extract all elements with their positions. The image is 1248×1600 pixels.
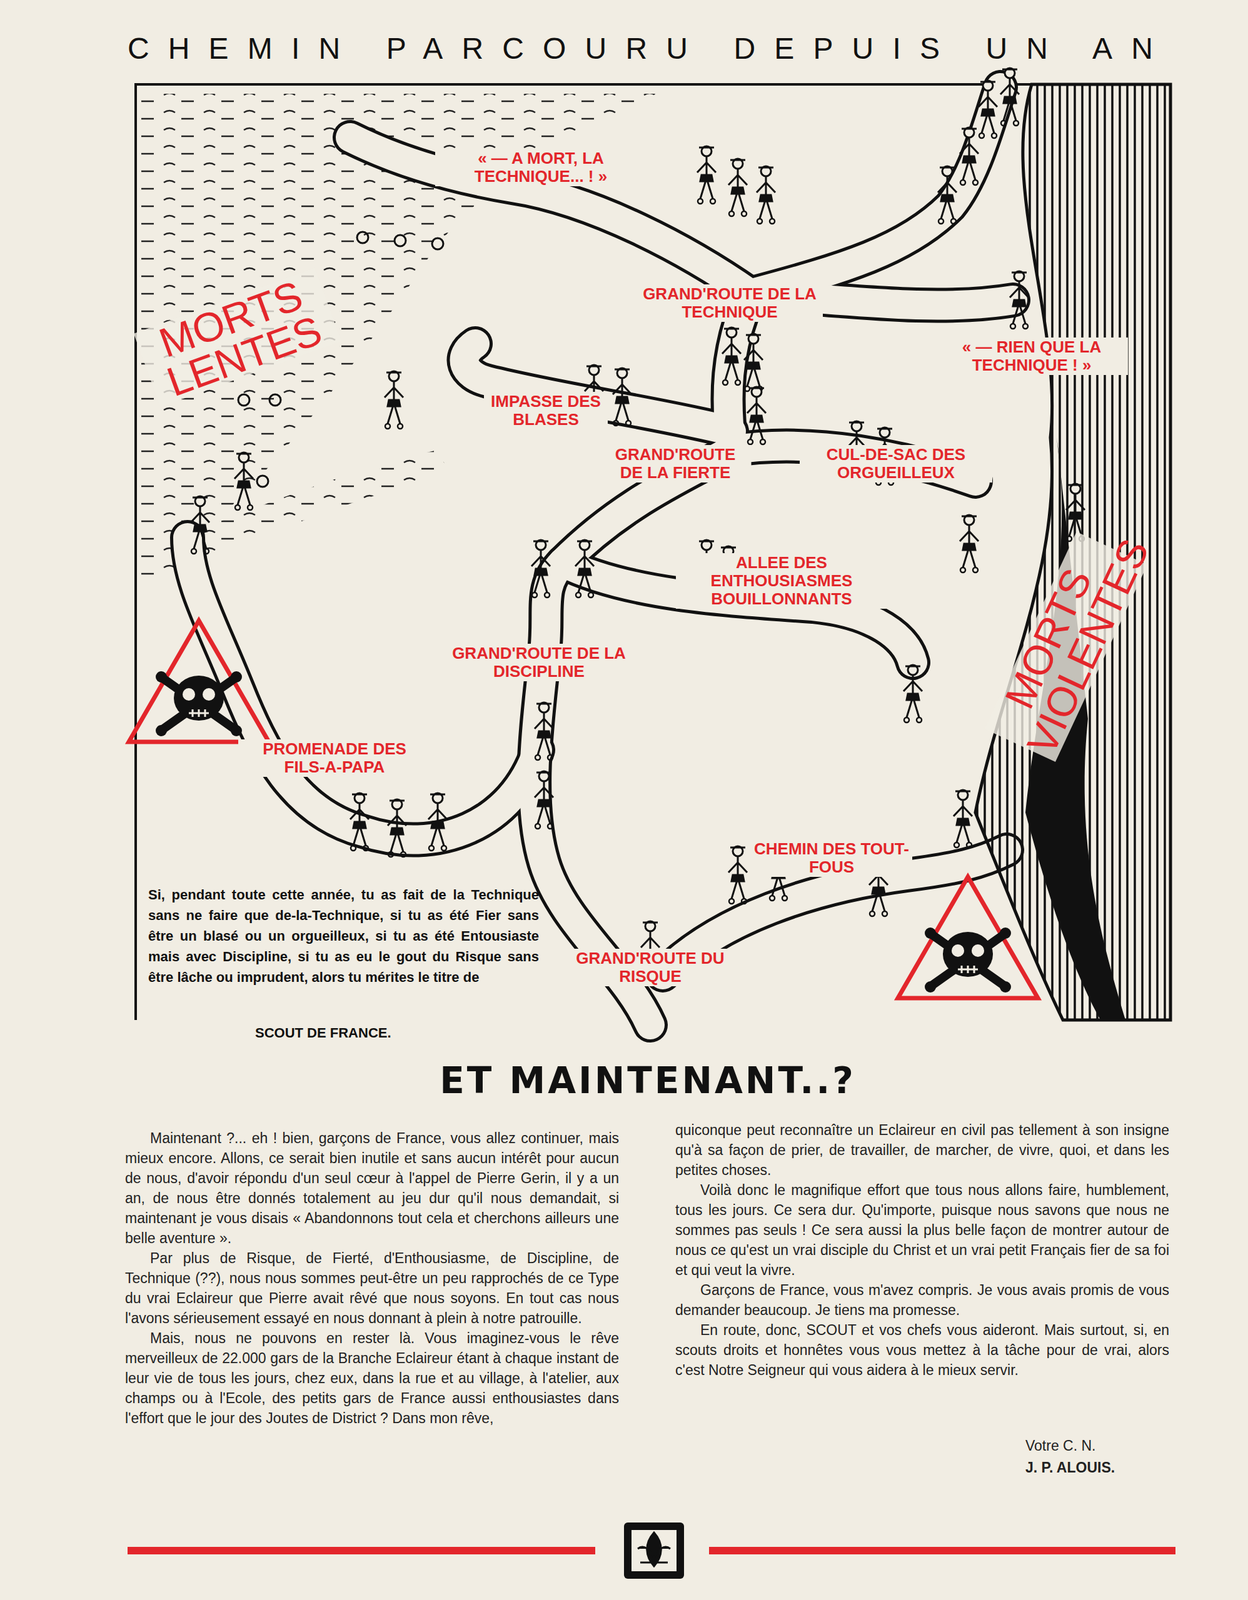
map-drawing: [728, 846, 748, 905]
map-drawing: [1000, 68, 1020, 126]
map-drawing: [953, 790, 973, 848]
map-drawing: [1009, 271, 1029, 329]
road-label: IMPASSE DES BLASES: [483, 392, 608, 430]
map-drawing: [697, 146, 716, 204]
article-paragraph: Par plus de Risque, de Fierté, d'Enthous…: [125, 1248, 619, 1329]
road-surface: [187, 87, 1013, 1026]
map-drawing: [534, 771, 554, 830]
signature: Votre C. N.: [1025, 1438, 1096, 1455]
map-drawing: [190, 496, 210, 554]
zone-label: MORTS LENTES: [133, 267, 342, 408]
article-paragraph: Garçons de France, vous m'avez compris. …: [675, 1280, 1170, 1321]
map-drawing: [959, 127, 979, 186]
map-drawing: [428, 793, 448, 851]
road-label: PROMENADE DES FILS-A-PAPA: [238, 739, 431, 778]
map-drawing: [756, 166, 776, 224]
map-drawing: [903, 665, 923, 723]
road-label: ALLEE DES ENTHOUSIASMES BOUILLONNANTS: [675, 553, 888, 609]
article-paragraph: En route, donc, SCOUT et vos chefs vous …: [675, 1320, 1170, 1381]
map-drawing: [350, 793, 369, 851]
road-label: GRAND'ROUTE DE LA FIERTE: [599, 445, 752, 483]
quote-label: « — RIEN QUE LA TECHNIQUE ! »: [935, 337, 1128, 376]
map-drawing: [234, 452, 254, 511]
map-drawing: [612, 368, 632, 426]
rule-bar: [127, 1547, 596, 1555]
map-drawing: [534, 702, 554, 761]
map-drawing: [575, 540, 594, 598]
cliff: [975, 84, 1171, 1021]
map-drawing: [744, 333, 763, 392]
article-paragraph: quiconque peut reconnaître un Eclaireur …: [675, 1120, 1170, 1181]
map-drawing: [531, 540, 551, 598]
article-paragraph: Maintenant ?... eh ! bien, garçons de Fr…: [125, 1128, 619, 1249]
article-paragraph: Voilà donc le magnifique effort que tous…: [675, 1180, 1170, 1281]
map-drawing: [722, 327, 741, 386]
scout-figures: [190, 68, 1085, 980]
map-drawing: [256, 475, 269, 488]
road-label: GRAND'ROUTE DU RISQUE: [566, 949, 735, 987]
road-label: CHEMIN DES TOUT-FOUS: [750, 839, 913, 878]
map-drawing: [959, 515, 979, 573]
danger-sign: [128, 620, 269, 743]
map-drawing: [631, 1530, 677, 1572]
signature: J. P. ALOUIS.: [1025, 1459, 1115, 1477]
map-drawing: [357, 231, 369, 244]
map-drawing: [728, 158, 748, 217]
map-drawing: [747, 387, 766, 445]
page-title: CHEMIN PARCOURU DEPUIS UN AN: [127, 31, 1172, 66]
road-outline: [187, 87, 1013, 1026]
map-drawing: [387, 799, 407, 858]
article-paragraph: Mais, nous ne pouvons en rester là. Vous…: [125, 1328, 619, 1429]
map-drawing: [978, 80, 998, 139]
map-drawing: [432, 238, 444, 250]
article-heading: ET MAINTENANT..?: [439, 1059, 856, 1103]
map-drawing: [394, 235, 406, 247]
road-label: GRAND'ROUTE DE LA DISCIPLINE: [433, 644, 645, 682]
road-label: GRAND'ROUTE DE LA TECHNIQUE: [636, 284, 823, 323]
scout-emblem: [624, 1523, 685, 1580]
map-drawing: [269, 394, 281, 406]
text-column: Maintenant ?... eh ! bien, garçons de Fr…: [125, 1128, 619, 1429]
danger-sign: [897, 877, 1038, 999]
quote-label: « — A MORT, LA TECHNIQUE... ! »: [435, 148, 647, 187]
map-drawing: [637, 1533, 671, 1567]
zone-label: MORTS VIOLENTES: [984, 532, 1148, 763]
map-drawing: [238, 394, 250, 406]
map-drawing: [624, 1523, 685, 1580]
text-column: quiconque peut reconnaître un Eclaireur …: [675, 1120, 1170, 1381]
caption-text: Si, pendant toute cette année, tu as fai…: [148, 884, 539, 988]
map-drawing: [384, 371, 404, 429]
map-drawing: [937, 166, 957, 224]
road-label: CUL-DE-SAC DES ORGUEILLEUX: [799, 445, 993, 483]
rule-bar: [709, 1547, 1176, 1555]
caption-title: SCOUT DE FRANCE.: [255, 1025, 392, 1042]
